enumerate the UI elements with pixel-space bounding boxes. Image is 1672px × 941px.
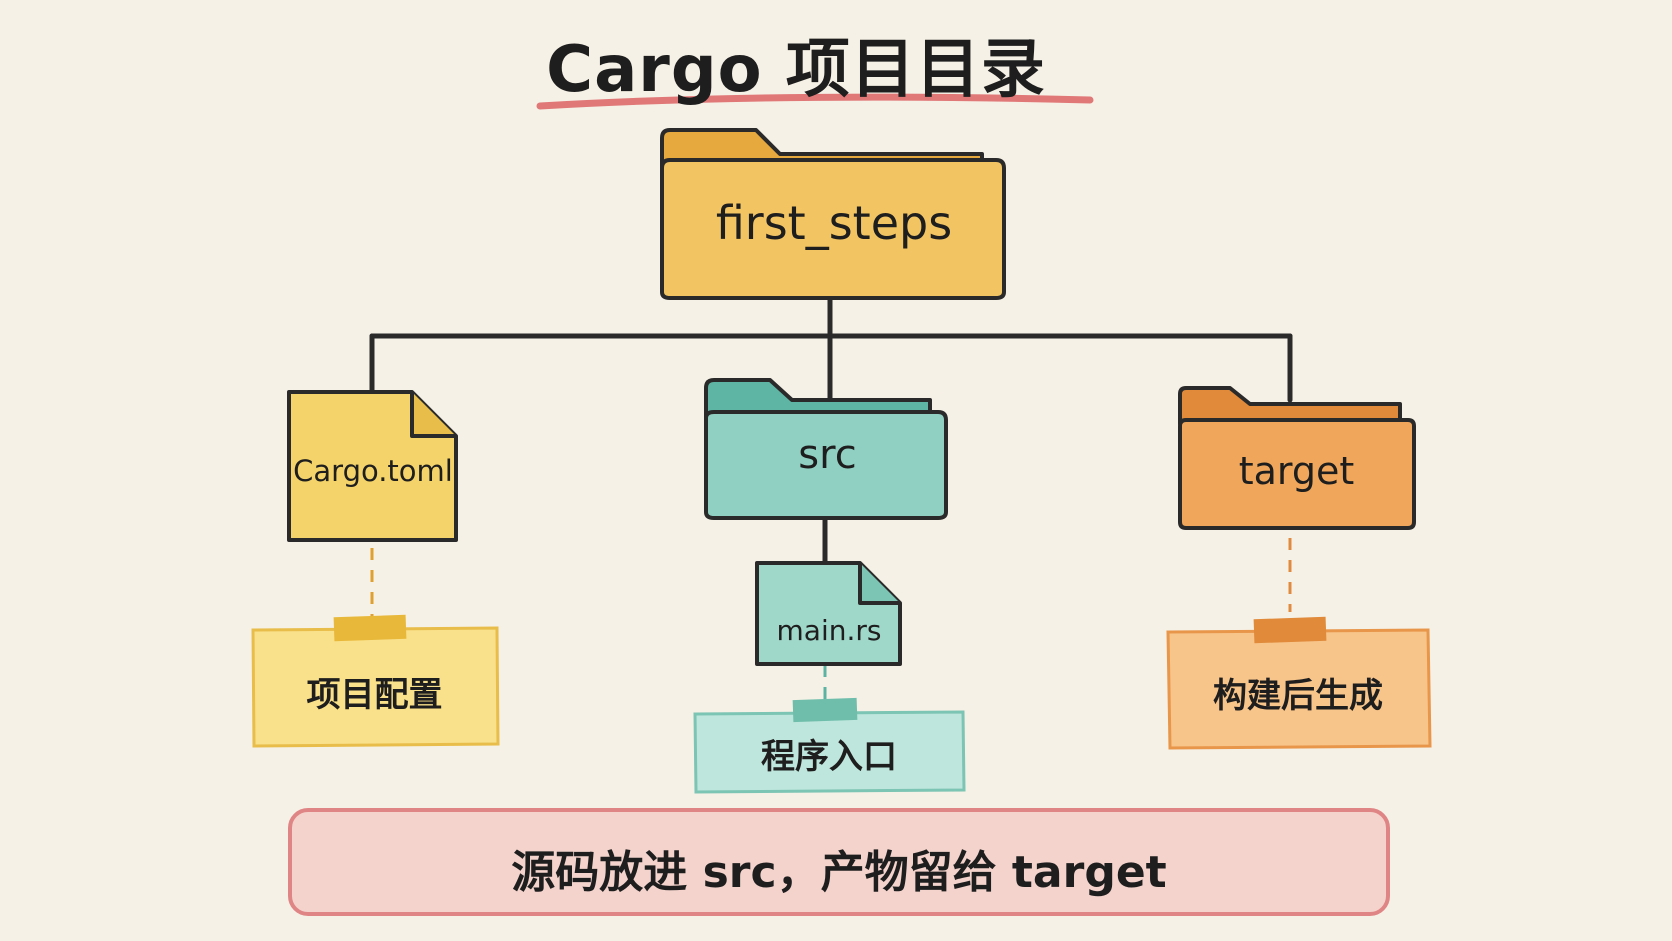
note-cargo-toml: [251, 614, 500, 748]
tree-connectors: [369, 293, 1293, 565]
note-text-target: 构建后生成: [1213, 676, 1383, 716]
note-text-cargo-toml: 项目配置: [306, 675, 443, 715]
file-icon-main-rs: [755, 561, 902, 666]
tape-icon: [333, 614, 407, 642]
folder-label-first-steps: first_steps: [715, 196, 953, 250]
footer-banner-box: [288, 808, 1390, 916]
page-title: Cargo 项目目录: [546, 33, 1046, 107]
folder-icon-src: [704, 378, 948, 520]
file-icon-cargo-toml: [287, 390, 458, 542]
note-target: [1166, 616, 1432, 750]
note-text-src: 程序入口: [761, 737, 897, 777]
note-connectors: [370, 538, 1292, 700]
folder-label-target: target: [1238, 449, 1355, 493]
footer-banner-text: 源码放进 src，产物留给 target: [511, 847, 1167, 898]
folder-label-src: src: [798, 432, 857, 478]
folder-icon-first-steps: [660, 128, 1006, 300]
tape-icon: [1253, 616, 1327, 644]
tape-icon: [792, 697, 858, 723]
folder-icon-target: [1178, 386, 1416, 530]
file-label-main-rs: main.rs: [776, 614, 882, 647]
title-underline: [536, 93, 1094, 110]
note-main-rs: [693, 697, 966, 794]
file-label-cargo-toml: Cargo.toml: [293, 454, 453, 488]
